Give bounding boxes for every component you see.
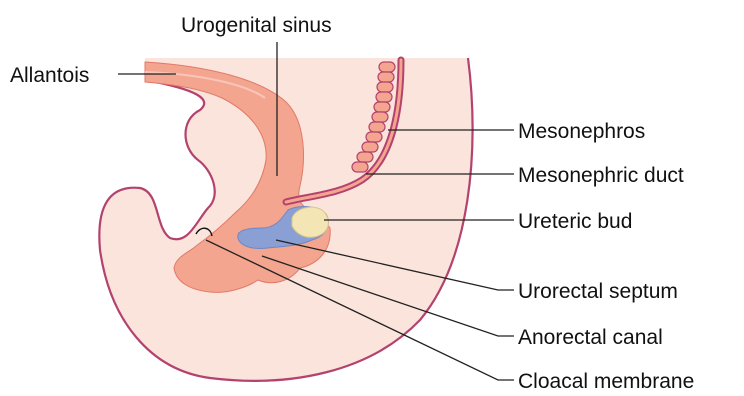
label-mesonephric-duct: Mesonephric duct [518, 164, 684, 187]
label-cloacal-membrane: Cloacal membrane [518, 370, 694, 393]
ureteric-bud [292, 207, 328, 237]
label-allantois: Allantois [10, 64, 89, 87]
label-mesonephros: Mesonephros [518, 120, 645, 143]
label-ureteric-bud: Ureteric bud [518, 210, 632, 233]
label-urogenital-sinus: Urogenital sinus [181, 14, 332, 37]
label-anorectal-canal: Anorectal canal [518, 326, 663, 349]
label-urorectal-septum: Urorectal septum [518, 280, 678, 303]
